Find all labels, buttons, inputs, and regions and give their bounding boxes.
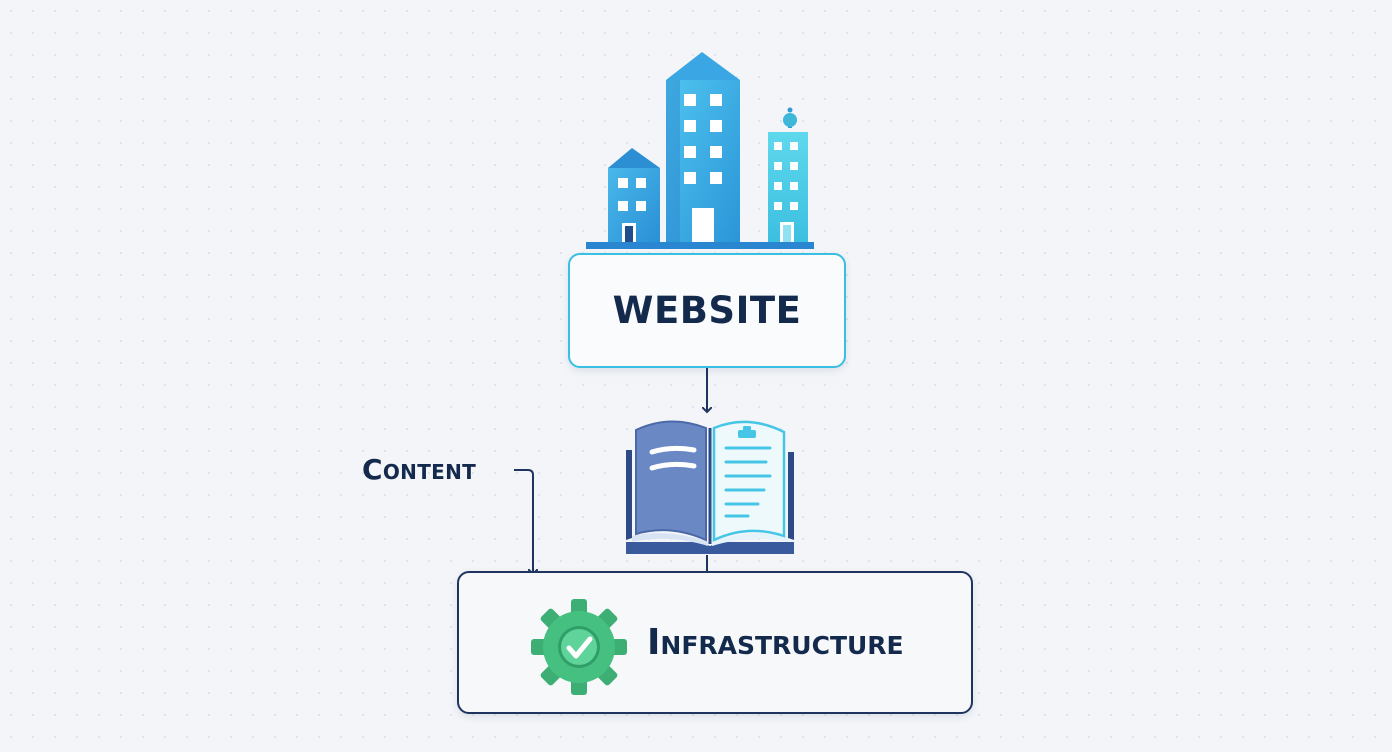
city-buildings-icon <box>586 52 814 249</box>
website-label: WEBSITE <box>612 289 802 332</box>
website-node: WEBSITE <box>568 253 846 368</box>
gear-check-icon <box>531 599 627 695</box>
open-book-icon <box>626 420 794 554</box>
content-label: Content <box>362 453 477 486</box>
infrastructure-node: Infrastructure <box>457 571 973 714</box>
arrow-content-label-to-infrastructure <box>514 469 533 574</box>
infrastructure-label: Infrastructure <box>647 622 904 663</box>
